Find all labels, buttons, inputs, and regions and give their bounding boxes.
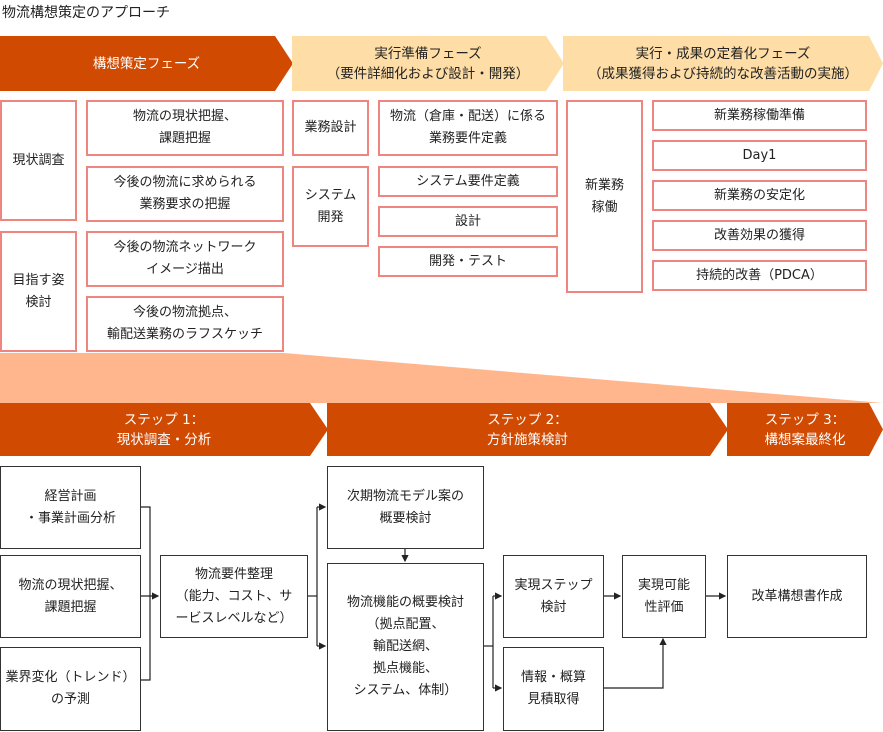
group-system-dev: システム 開発	[292, 166, 369, 247]
item-label: 今後の物流ネットワーク イメージ描出	[113, 240, 257, 277]
phase-arrow-preparation: 実行準備フェーズ （要件詳細化および設計・開発）	[292, 36, 564, 91]
phase3-item: 新業務の安定化	[652, 180, 867, 211]
item-label: 持続的改善（PDCA）	[696, 267, 823, 283]
step-arrow-3: ステップ 3： 構想案最終化	[727, 403, 883, 456]
step-review-box: 実現ステップ 検討	[503, 555, 604, 638]
input-management-plan: 経営計画 ・事業計画分析	[0, 466, 141, 549]
phase-label: 構想策定フェーズ	[92, 55, 201, 72]
page-title: 物流構想策定のアプローチ	[2, 5, 170, 21]
group-business-design: 業務設計	[292, 100, 369, 156]
input-current-state: 物流の現状把握、 課題把握	[0, 555, 141, 638]
group-current-survey: 現状調査	[0, 100, 77, 221]
group-target-state: 目指す姿 検討	[0, 231, 77, 352]
phase1-item: 今後の物流拠点、 輸配送業務のラフスケッチ	[86, 296, 284, 352]
phase-label: 実行・成果の定着化フェーズ （成果獲得および持続的な改善活動の実施）	[588, 45, 858, 82]
step-label: ステップ 2： 方針施策検討	[487, 411, 568, 448]
step-label: ステップ 3： 構想案最終化	[764, 411, 846, 448]
phase-arrow-execution: 実行・成果の定着化フェーズ （成果獲得および持続的な改善活動の実施）	[563, 36, 883, 91]
item-label: 新業務の安定化	[713, 187, 805, 203]
phase-arrow-concept: 構想策定フェーズ	[0, 36, 293, 91]
phase1-item: 物流の現状把握、 課題把握	[86, 100, 284, 156]
item-label: 改善効果の獲得	[713, 227, 805, 243]
item-label: 物流の現状把握、 課題把握	[132, 109, 237, 146]
step-label: ステップ 1： 現状調査・分析	[116, 411, 212, 448]
phase2-item: システム要件定義	[378, 166, 558, 197]
phase1-item: 今後の物流ネットワーク イメージ描出	[86, 231, 284, 287]
phase3-item: 持続的改善（PDCA）	[652, 260, 867, 291]
phase1-item: 今後の物流に求められる 業務要求の把握	[86, 166, 284, 222]
phase3-item: 新業務稼働準備	[652, 100, 867, 131]
phase2-item: 設計	[378, 206, 558, 237]
phase-label: 実行準備フェーズ （要件詳細化および設計・開発）	[326, 45, 530, 82]
group-label: システム 開発	[304, 187, 357, 225]
item-label: Day1	[742, 147, 777, 163]
final-plan-box: 改革構想書作成	[727, 555, 867, 638]
group-label: 目指す姿 検討	[12, 272, 65, 310]
function-review-box: 物流機能の概要検討 （拠点配置、 輸配送網、 拠点機能、 システム、体制）	[327, 563, 484, 731]
phase2-item: 開発・テスト	[378, 246, 558, 277]
item-label: 今後の物流拠点、 輸配送業務のラフスケッチ	[106, 305, 263, 342]
item-label: 今後の物流に求められる 業務要求の把握	[113, 175, 257, 212]
item-label: 物流（倉庫・配送）に係る 業務要件定義	[389, 109, 546, 146]
group-label: 現状調査	[12, 152, 65, 168]
group-label: 新業務 稼働	[584, 177, 624, 215]
item-label: システム要件定義	[416, 173, 520, 189]
next-model-box: 次期物流モデル案の 概要検討	[327, 466, 484, 549]
input-industry-trend: 業界変化（トレンド） の予測	[0, 647, 141, 731]
step-arrow-1: ステップ 1： 現状調査・分析	[0, 403, 328, 456]
group-label: 業務設計	[304, 120, 357, 135]
item-label: 開発・テスト	[428, 253, 507, 269]
step-arrow-2: ステップ 2： 方針施策検討	[327, 403, 728, 456]
item-label: 新業務稼働準備	[713, 107, 805, 123]
item-label: 設計	[454, 213, 481, 229]
feasibility-box: 実現可能 性評価	[622, 555, 706, 638]
estimate-box: 情報・概算 見積取得	[503, 647, 604, 731]
phase2-item: 物流（倉庫・配送）に係る 業務要件定義	[378, 100, 558, 156]
requirements-box: 物流要件整理 （能力、コスト、サ ービスレベルなど）	[160, 555, 308, 638]
phase3-item: Day1	[652, 140, 867, 171]
phase3-item: 改善効果の獲得	[652, 220, 867, 251]
group-new-operation: 新業務 稼働	[566, 100, 643, 293]
